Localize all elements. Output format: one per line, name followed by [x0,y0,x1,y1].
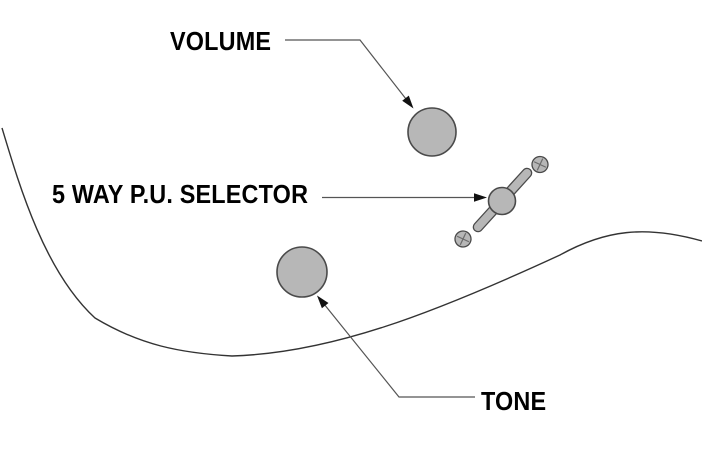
selector-screw-top [531,155,549,174]
screw-cross-icon [536,158,544,171]
tone-arrowhead-icon [317,295,329,309]
selector-label: 5 WAY P.U. SELECTOR [52,179,309,209]
guitar-body-outline [1,127,702,357]
tone-knob [276,246,328,298]
screw-cross-icon [459,232,467,246]
selector-screw-bottom [454,230,472,248]
volume-arrowhead-icon [402,95,414,109]
volume-label: VOLUME [170,26,272,56]
selector-arrowhead-icon [474,193,487,202]
volume-leader-line [285,39,407,100]
tone-label: TONE [481,386,547,416]
pickup-selector-switch [454,155,549,248]
tone-leader-line [323,303,475,398]
volume-knob [407,107,457,157]
selector-pivot [487,186,517,216]
